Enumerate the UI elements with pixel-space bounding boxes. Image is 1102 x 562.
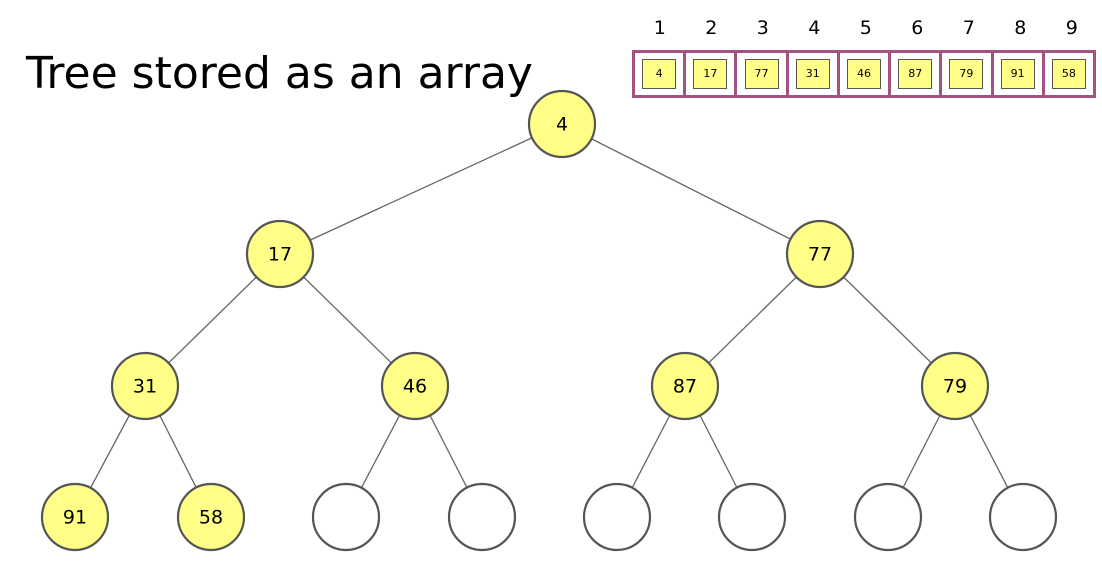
tree-node-circle (717, 482, 787, 552)
array-value: 91 (1000, 59, 1035, 89)
tree-node-label: 77 (808, 244, 832, 266)
tree-node-circle (380, 351, 450, 421)
tree-node-label: 79 (943, 376, 967, 398)
tree-node-label: 58 (199, 507, 223, 529)
array-cell: 91 (994, 53, 1045, 95)
tree-edges (74, 123, 1024, 518)
array-cell: 79 (942, 53, 994, 95)
tree-node: 91 (40, 482, 110, 552)
array-index: 1 (653, 17, 666, 39)
array-cell: 31 (789, 53, 840, 95)
tree-node-circle (40, 482, 110, 552)
tree-node: 4 (527, 89, 597, 159)
tree-node-label: 17 (268, 244, 292, 266)
tree-node-circle (582, 482, 652, 552)
tree-node: 77 (785, 219, 855, 289)
tree-node-label: 87 (673, 376, 697, 398)
array-value: 79 (949, 59, 984, 89)
tree-node-circle (988, 482, 1058, 552)
empty-tree-node (717, 482, 787, 552)
tree-node-circle (527, 89, 597, 159)
tree-node-circle (853, 482, 923, 552)
array-index: 2 (705, 17, 718, 39)
tree-node-label: 31 (133, 376, 157, 398)
tree-node-circle (245, 219, 315, 289)
empty-tree-node (447, 482, 517, 552)
array-value: 87 (898, 59, 933, 89)
tree-node: 31 (110, 351, 180, 421)
tree-node: 87 (650, 351, 720, 421)
array-index: 7 (962, 17, 975, 39)
array-cell: 87 (891, 53, 943, 95)
array-value: 31 (795, 59, 830, 89)
array-value: 17 (693, 59, 728, 89)
tree-node-circle (110, 351, 180, 421)
array-cell: 46 (840, 53, 892, 95)
tree-node-circle (311, 482, 381, 552)
array-cell: 4 (635, 53, 687, 95)
array-index: 9 (1065, 17, 1078, 39)
tree-node-label: 4 (556, 114, 568, 136)
array-box: 4 17 77 31 46 87 79 91 58 (632, 50, 1096, 98)
tree-nodes: 4 17 77 31 46 87 79 91 58 (40, 89, 1058, 552)
array-index: 4 (808, 17, 821, 39)
tree-edge (561, 123, 821, 255)
array-value: 58 (1051, 59, 1086, 89)
array-index: 5 (859, 17, 872, 39)
empty-tree-node (311, 482, 381, 552)
tree-node-circle (447, 482, 517, 552)
tree-node-circle (176, 482, 246, 552)
empty-tree-node (853, 482, 923, 552)
array-cell: 17 (686, 53, 738, 95)
empty-tree-node (582, 482, 652, 552)
tree-node: 79 (920, 351, 990, 421)
tree-node: 17 (245, 219, 315, 289)
array-index: 3 (756, 17, 769, 39)
tree-node-circle (920, 351, 990, 421)
array-cell: 58 (1045, 53, 1093, 95)
tree-node-circle (650, 351, 720, 421)
array-index: 6 (911, 17, 924, 39)
tree-node: 58 (176, 482, 246, 552)
array-value: 77 (744, 59, 779, 89)
array-value: 4 (642, 59, 677, 89)
slide-title: Tree stored as an array (26, 48, 533, 99)
tree-node-circle (785, 219, 855, 289)
tree-node: 46 (380, 351, 450, 421)
array-cell: 77 (737, 53, 789, 95)
tree-node-label: 46 (403, 376, 427, 398)
array-index-row: 1 2 3 4 5 6 7 8 9 (634, 14, 1098, 42)
tree-node-label: 91 (63, 507, 87, 529)
array-index: 8 (1014, 17, 1027, 39)
array-value: 46 (846, 59, 881, 89)
tree-edge (279, 123, 563, 255)
empty-tree-node (988, 482, 1058, 552)
